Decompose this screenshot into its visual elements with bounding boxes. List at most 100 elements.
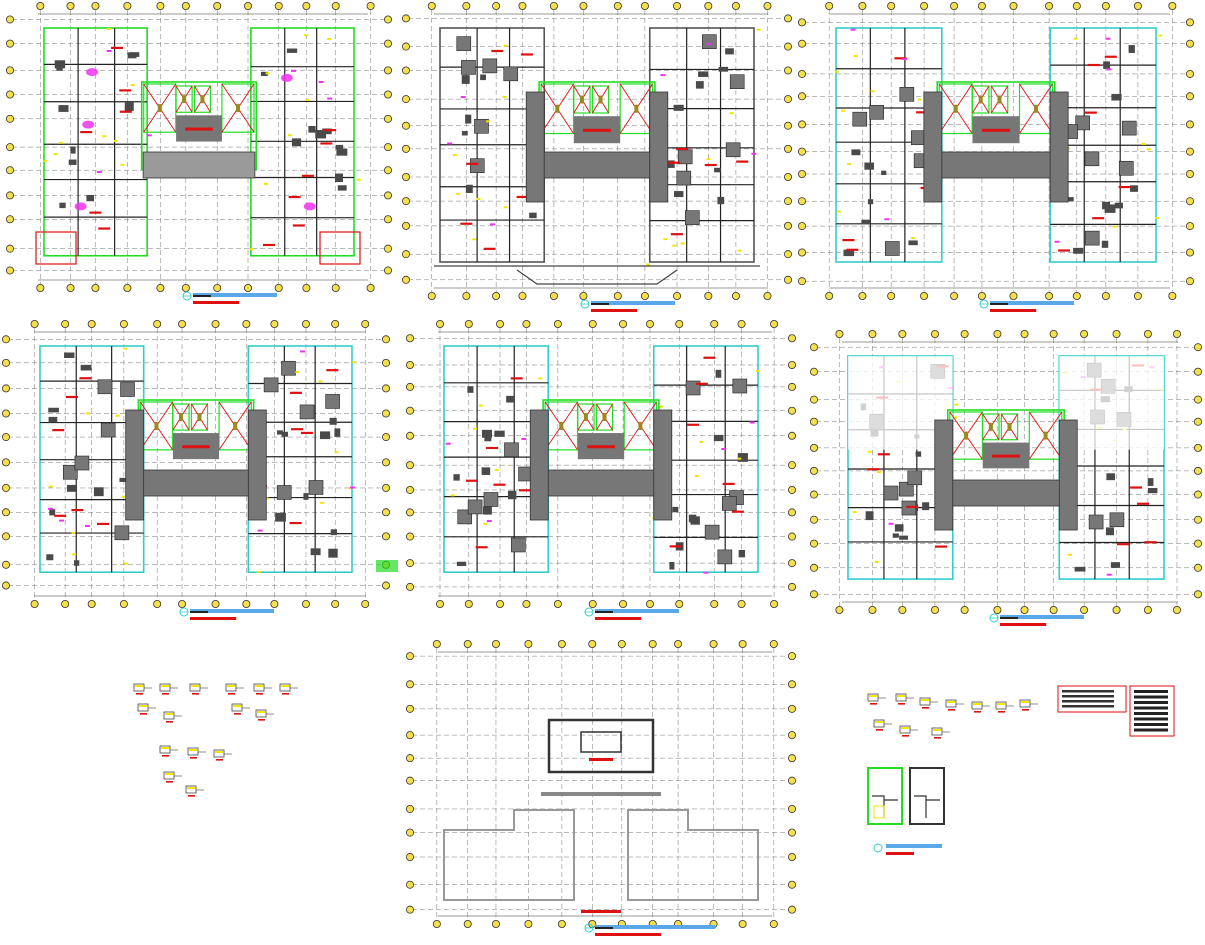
column <box>335 144 344 150</box>
room-tag <box>483 247 496 250</box>
grid-bubble-bottom <box>522 600 531 609</box>
grid-bubble-bottom <box>887 291 896 300</box>
room-tag <box>516 195 529 199</box>
grid-bubble-right <box>381 433 390 442</box>
title-underline <box>591 309 638 312</box>
detail-dim <box>227 685 235 687</box>
column <box>319 431 331 440</box>
detail-dim <box>215 751 223 753</box>
column <box>738 549 746 558</box>
door-tag <box>486 520 492 523</box>
dimension-mark <box>318 380 323 383</box>
grid-bubble-left <box>401 66 410 75</box>
grid-bubble-left <box>810 515 819 524</box>
dimension-mark <box>852 511 857 514</box>
legend-line <box>1134 723 1168 726</box>
dimension-mark <box>121 495 126 498</box>
grid-bubble-top <box>181 2 190 10</box>
grid-bubble-left <box>2 458 10 467</box>
grid-bubble-left <box>6 66 14 75</box>
grid-bubble-bottom <box>331 283 340 292</box>
dimension-mark <box>48 485 53 488</box>
grid-bubble-right <box>383 114 392 123</box>
grid-bubble-right <box>788 680 797 689</box>
dimension-mark <box>494 468 499 471</box>
stair-core-outline <box>547 718 655 774</box>
core-hatch <box>503 66 519 82</box>
grid-bubble-left <box>2 483 10 492</box>
column <box>260 71 268 76</box>
grid-bubble-top <box>123 2 132 10</box>
grid-bubble-bottom <box>1020 606 1029 615</box>
column <box>465 184 473 193</box>
grid-bubble-left <box>405 559 414 568</box>
grid-bubble-bottom <box>1072 291 1081 300</box>
room-tag <box>846 248 859 251</box>
legend-line <box>1134 701 1168 704</box>
core-hatch <box>911 130 926 145</box>
grid-bubble-bottom <box>835 606 844 615</box>
grid-bubble-bottom <box>704 291 713 300</box>
title-bar <box>1000 615 1084 619</box>
legend-line <box>1134 717 1168 721</box>
grid-bubble-bottom <box>1168 291 1177 300</box>
dimension-mark <box>663 238 668 241</box>
grid-bubble-left <box>6 166 14 175</box>
room-tag <box>301 174 314 177</box>
detail-label <box>870 703 877 705</box>
grid-bubble-bottom <box>675 600 684 609</box>
title-bar <box>990 301 1074 305</box>
grid-bubble-bottom <box>588 600 597 609</box>
dimension-mark <box>877 471 882 474</box>
grid-bubble-bottom <box>710 600 719 609</box>
detail-dim <box>161 747 169 749</box>
grid-bubble-left <box>405 680 414 689</box>
core-hatch <box>685 210 700 225</box>
grid-bubble-top <box>427 2 436 10</box>
dimension-mark <box>837 210 842 213</box>
grid-bubble-top <box>435 319 444 328</box>
column <box>1105 527 1115 536</box>
grid-bubble-right <box>788 461 797 470</box>
dimension-mark <box>472 238 477 241</box>
room-tag <box>98 227 111 230</box>
pit-mark <box>74 202 87 211</box>
dimension-mark <box>503 44 508 47</box>
grid-bubble-top <box>242 319 251 328</box>
grid-bubble-top <box>1172 329 1181 338</box>
room-tag <box>1118 185 1131 189</box>
grid-bubble-right <box>788 853 797 862</box>
grid-bubble-top <box>1072 2 1081 10</box>
grid-bubble-bottom <box>645 600 654 609</box>
column <box>336 148 348 156</box>
room-tag <box>288 195 301 199</box>
door-tag <box>1054 240 1060 243</box>
grid-bubble-right <box>1186 92 1195 101</box>
core-hatch <box>717 549 733 565</box>
core-hatch <box>120 382 135 397</box>
grid-bubble-left <box>810 590 819 599</box>
shaft-tag <box>154 421 159 430</box>
shaft-tag <box>233 421 238 430</box>
column <box>59 202 66 209</box>
room-tag <box>54 514 67 517</box>
room-tag <box>1092 217 1105 220</box>
door-tag <box>327 97 333 100</box>
grid-bubble-left <box>405 461 414 470</box>
core-hatch <box>97 379 113 395</box>
room-tag <box>916 111 929 114</box>
grid-bubble-left <box>810 490 819 499</box>
shaft-tag <box>1007 422 1012 431</box>
grid-bubble-right <box>383 66 392 75</box>
column <box>529 212 537 219</box>
room-tag <box>669 545 682 548</box>
column <box>1147 488 1158 494</box>
column <box>334 173 343 183</box>
grid-bubble-right <box>788 406 797 415</box>
shaft-outline <box>175 85 193 113</box>
detail-section <box>163 711 175 720</box>
detail-label <box>922 707 929 709</box>
title-text-mark <box>193 295 211 297</box>
room-tag <box>670 233 683 236</box>
grid-bubble-top <box>156 2 165 10</box>
